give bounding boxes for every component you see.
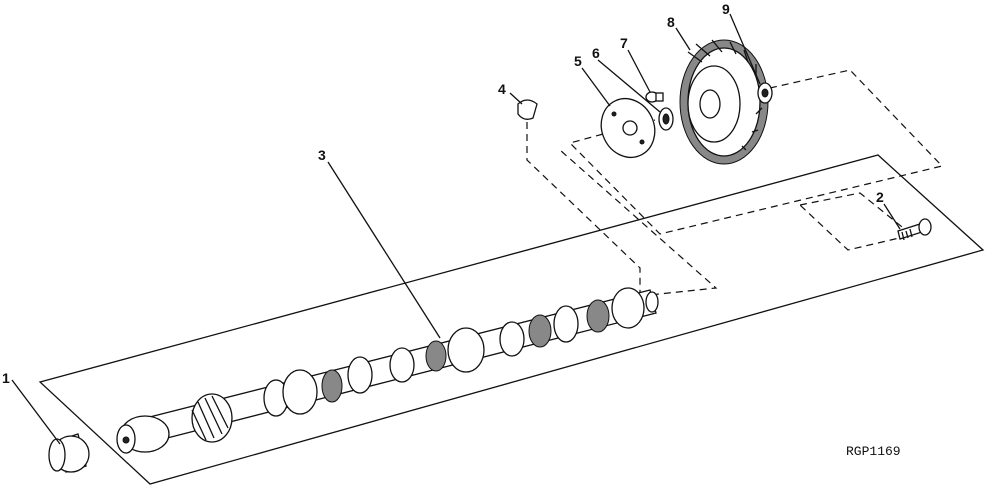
shaft-end-guide <box>559 149 718 297</box>
washer-hole <box>662 113 670 125</box>
washer <box>658 107 674 131</box>
leader-5 <box>581 67 611 107</box>
camshaft-rear-journal <box>611 287 645 329</box>
callout-8: 8 <box>667 14 675 30</box>
leader-lines <box>11 13 901 445</box>
camshaft-bushing <box>48 433 90 473</box>
camshaft-lobe <box>553 305 579 343</box>
leader-6 <box>597 59 661 113</box>
gear-washer-hole <box>761 88 769 98</box>
figure-code: RGP1169 <box>846 444 901 459</box>
camshaft-lobe <box>425 340 447 372</box>
thrust-plate-hole <box>639 139 645 145</box>
camshaft-lobe <box>321 369 343 403</box>
camshaft-lobe <box>389 347 415 383</box>
leader-4 <box>509 92 523 105</box>
callout-3: 3 <box>318 147 326 163</box>
camshaft-lobe <box>528 314 552 348</box>
thrust-plate-hole <box>611 111 617 117</box>
camshaft-lobe <box>499 321 525 357</box>
leader-3 <box>327 161 441 339</box>
thrust-plate <box>600 98 656 158</box>
gear-bore <box>699 89 721 119</box>
camshaft <box>116 287 659 454</box>
callout-4: 4 <box>498 81 506 97</box>
leader-9 <box>729 13 761 85</box>
camshaft-lobe <box>347 356 373 394</box>
reference-frame <box>38 154 985 485</box>
camshaft-rear-end <box>645 291 659 313</box>
leader-1 <box>11 379 61 445</box>
leader-2 <box>883 203 901 230</box>
woodruff-key <box>517 99 538 120</box>
camshaft-journal <box>447 327 485 373</box>
bolt <box>897 218 932 241</box>
callout-6: 6 <box>592 45 600 61</box>
gear-bolt-guide <box>568 69 944 235</box>
callout-5: 5 <box>574 53 582 69</box>
leader-8 <box>675 27 691 51</box>
woodruff-key-guide <box>526 122 641 296</box>
assembly-guides <box>526 69 944 297</box>
gear-washer <box>757 82 773 104</box>
bolt-2-guide <box>799 192 914 251</box>
callout-9: 9 <box>722 1 730 17</box>
screw <box>645 91 664 103</box>
bolt-threads <box>901 228 913 241</box>
callout-2: 2 <box>876 189 884 205</box>
camshaft-journal <box>282 369 318 415</box>
leader-7 <box>627 49 651 93</box>
screw-shank <box>655 92 664 102</box>
thrust-plate-center <box>622 120 638 136</box>
woodruff-key-body <box>517 99 538 120</box>
callout-7: 7 <box>620 35 628 51</box>
bushing-inner-face <box>48 438 66 472</box>
drive-gear-teeth <box>191 395 229 441</box>
callout-1: 1 <box>2 370 10 386</box>
camshaft-center-hole <box>122 436 130 444</box>
camshaft-lobe <box>586 299 610 333</box>
bolt-head <box>918 218 932 236</box>
camshaft-gear <box>679 39 769 165</box>
